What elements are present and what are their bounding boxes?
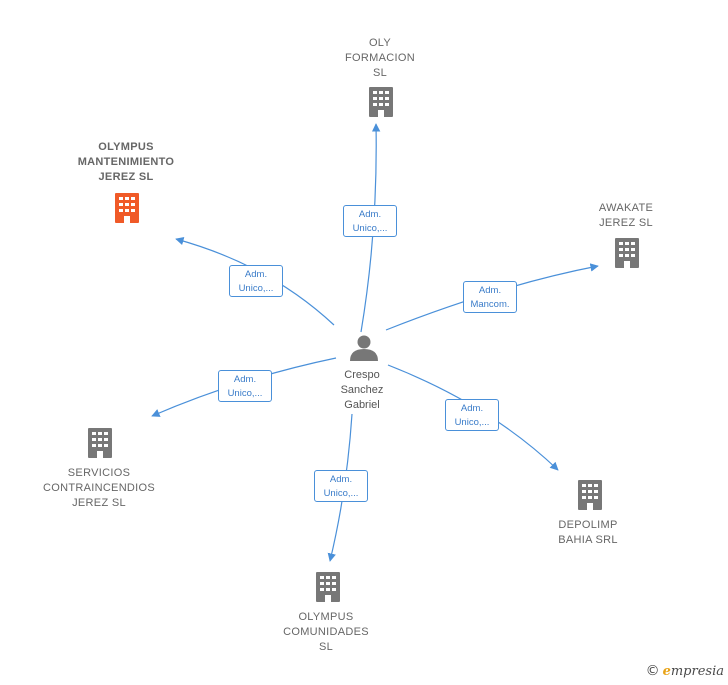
building-icon[interactable] — [578, 480, 602, 510]
building-icon[interactable] — [369, 87, 393, 117]
company-label-servicios-contraincendios[interactable]: SERVICIOS CONTRAINCENDIOS JEREZ SL — [42, 467, 156, 509]
building-icon[interactable] — [115, 193, 139, 223]
company-label-oly-formacion[interactable]: OLY FORMACION SL — [345, 37, 415, 79]
brand-name: mpresia — [670, 664, 724, 679]
edge-label-awakate[interactable]: Adm. Mancom. — [463, 281, 517, 313]
edge-label-oly-formacion[interactable]: Adm. Unico,... — [343, 205, 397, 237]
company-label-olympus-mantenimiento[interactable]: OLYMPUS MANTENIMIENTO JEREZ SL — [77, 141, 175, 183]
person-name-label[interactable]: Crespo Sanchez Gabriel — [340, 369, 384, 411]
building-icon[interactable] — [316, 572, 340, 602]
edge-label-depolimp[interactable]: Adm. Unico,... — [445, 399, 499, 431]
person-icon[interactable] — [350, 335, 378, 362]
building-icon[interactable] — [88, 428, 112, 458]
edge-label-olympus-mantenimiento[interactable]: Adm. Unico,... — [229, 265, 283, 297]
copyright-icon: © — [645, 663, 660, 679]
empresia-watermark: ©empresia — [646, 663, 724, 679]
company-label-depolimp[interactable]: DEPOLIMP BAHIA SRL — [558, 519, 618, 546]
company-label-olympus-comunidades[interactable]: OLYMPUS COMUNIDADES SL — [283, 611, 369, 653]
brand-initial: e — [662, 664, 671, 679]
edge-label-olympus-comunidades[interactable]: Adm. Unico,... — [314, 470, 368, 502]
building-icon[interactable] — [615, 238, 639, 268]
company-label-awakate[interactable]: AWAKATE JEREZ SL — [598, 202, 654, 229]
edge-label-servicios-contraincendios[interactable]: Adm. Unico,... — [218, 370, 272, 402]
